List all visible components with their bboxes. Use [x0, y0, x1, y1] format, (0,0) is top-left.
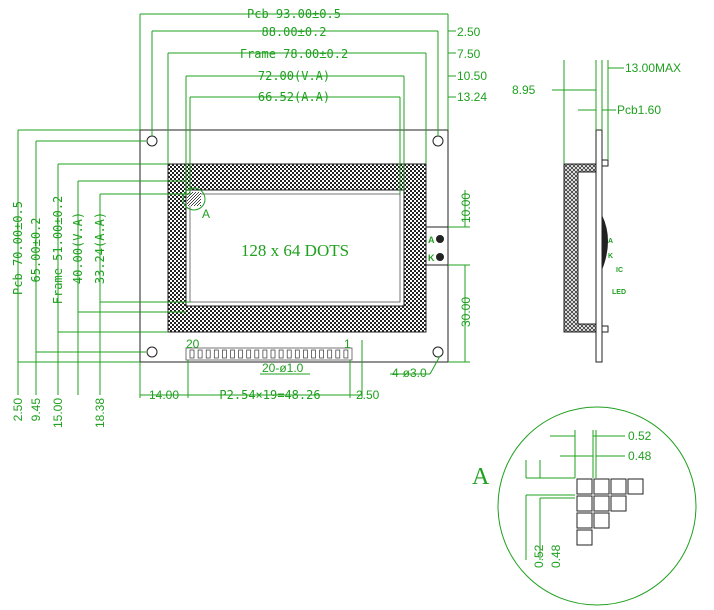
pin	[270, 349, 276, 359]
detail-dot-grid	[576, 478, 644, 546]
mount-hole-br	[432, 346, 444, 358]
backlight-tab	[425, 226, 449, 266]
dim-pin-holes: 20-ø1.0	[262, 361, 304, 375]
detail-dot	[576, 495, 593, 512]
pin	[278, 349, 284, 359]
pin	[230, 349, 235, 359]
dim-right-4: 13.24	[457, 90, 487, 104]
mount-hole-tl	[146, 135, 158, 147]
pin	[335, 349, 341, 359]
pin-header	[185, 347, 353, 361]
detail-dot	[576, 478, 593, 495]
pin	[294, 349, 300, 359]
right-side-dimensions	[448, 190, 470, 363]
pin	[246, 349, 252, 359]
pin	[189, 349, 195, 359]
dim-right-1: 2.50	[457, 25, 481, 39]
detail-dot	[593, 478, 610, 495]
detail-dim-h1: 0.52	[628, 429, 652, 443]
pin	[222, 349, 227, 359]
viewing-area	[185, 189, 405, 307]
detail-a-outline	[497, 406, 697, 606]
dim-pin-left-offset: 14.00	[149, 388, 179, 402]
dim-mount-height: 65.00±0.2	[29, 217, 43, 282]
detail-a-label: A	[472, 464, 490, 490]
dim-backlight-pos: 10.00	[459, 193, 473, 223]
detail-a-circle	[182, 187, 206, 211]
dim-bottom-left-4: 18.38	[93, 398, 107, 428]
detail-dot	[593, 495, 610, 512]
detail-a-view	[497, 406, 697, 606]
detail-dim-h2: 0.48	[628, 449, 652, 463]
side-module-inner	[577, 171, 597, 325]
side-dim-pcb: Pcb1.60	[617, 103, 661, 117]
pin	[254, 349, 260, 359]
bottom-dimensions	[139, 340, 441, 398]
detail-dot	[610, 478, 627, 495]
pin	[262, 349, 268, 359]
backlight-pin-a	[436, 235, 444, 243]
detail-dim-v2: 0.48	[549, 544, 563, 568]
detail-a-dots	[187, 192, 201, 206]
dim-frame-height: Frame 51.00±0.2	[51, 196, 65, 304]
dim-right-3: 10.50	[457, 69, 487, 83]
dim-aa-height: 33.24(A.A)	[93, 212, 107, 284]
top-dimensions	[139, 13, 456, 194]
detail-dot	[593, 512, 610, 529]
detail-dot	[610, 495, 627, 512]
dim-pin-right-offset: 2.50	[356, 388, 380, 402]
backlight-label-a: A	[428, 235, 435, 245]
pin	[327, 349, 333, 359]
active-area	[189, 193, 401, 303]
side-label-a: A	[608, 238, 613, 245]
dim-aa-width: 66.52(A.A)	[258, 90, 330, 104]
dim-right-2: 7.50	[457, 47, 481, 61]
dim-bottom-left-3: 15.00	[51, 398, 65, 428]
dim-mount-width: 88.00±0.2	[261, 25, 326, 39]
pin	[286, 349, 292, 359]
dim-bottom-left-2: 9.45	[29, 398, 43, 422]
pin	[205, 349, 211, 359]
side-ic-bump	[602, 215, 608, 270]
detail-dim-v1: 0.52	[532, 544, 546, 568]
detail-dot	[576, 512, 593, 529]
pin-first-label: 20	[186, 337, 200, 351]
side-dim-depth: 8.95	[512, 83, 536, 97]
side-label-ic: IC	[616, 267, 623, 274]
dim-bottom-left-1: 2.50	[11, 398, 25, 422]
detail-a-marker: A	[202, 207, 210, 221]
pin	[197, 349, 203, 359]
dim-pcb-height: Pcb 70.00±0.5	[11, 201, 25, 295]
dim-backlight-bottom: 30.00	[459, 297, 473, 327]
mount-hole-tr	[432, 135, 444, 147]
side-label-k: K	[608, 253, 613, 260]
detail-dot	[576, 529, 593, 546]
pin	[238, 349, 243, 359]
side-label-led: LED	[612, 289, 626, 296]
backlight-pin-k	[436, 253, 444, 261]
detail-dot	[627, 478, 644, 495]
dim-frame-width: Frame 78.00±0.2	[240, 47, 348, 61]
side-pcb	[595, 129, 603, 363]
left-dimensions	[17, 129, 190, 395]
pin	[311, 349, 316, 359]
front-view: 128 x 64 DOTS A A K 20 1	[11, 7, 487, 428]
pin	[319, 349, 324, 359]
side-view	[552, 60, 624, 363]
dim-pin-pitch: P2.54×19=48.26	[219, 388, 320, 402]
backlight-label-k: K	[428, 253, 435, 263]
pin	[213, 349, 219, 359]
dim-pcb-width: Pcb 93.00±0.5	[247, 7, 341, 21]
pin	[343, 349, 349, 359]
pin	[303, 349, 308, 359]
pin-last-label: 1	[344, 337, 351, 351]
mount-hole-bl	[146, 346, 158, 358]
screen-label: 128 x 64 DOTS	[241, 241, 349, 260]
dim-mount-holes: 4-ø3.0	[392, 366, 427, 380]
dim-va-height: 40.00(V.A)	[71, 212, 85, 284]
side-dim-total: 13.00MAX	[625, 61, 681, 75]
dim-va-width: 72.00(V.A)	[258, 69, 330, 83]
